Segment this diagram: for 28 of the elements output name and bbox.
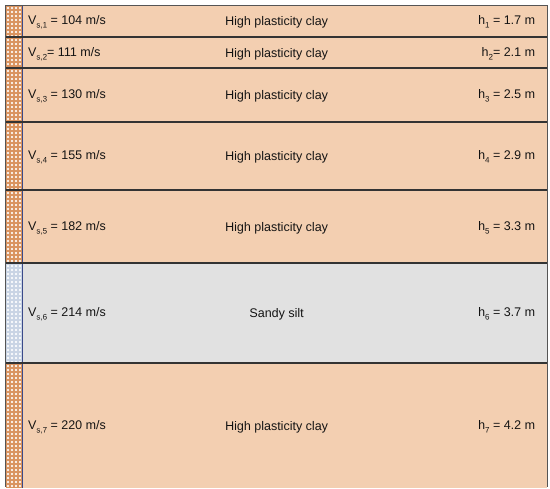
thickness-label: h$_{2}$= 2.1 m <box>482 44 535 61</box>
soil-layer <box>6 123 547 191</box>
thickness-label: h$_{1}$ = 1.7 m <box>478 12 535 30</box>
velocity-label: V$_{s,2}$= 111 m/s <box>28 44 100 61</box>
soil-layer <box>6 364 547 488</box>
soil-type-label: Sandy silt <box>249 306 304 320</box>
velocity-label: V$_{s,1}$ = 104 m/s <box>28 12 106 30</box>
thickness-label: h$_{5}$ = 3.3 m <box>478 218 535 235</box>
soil-type-label: High plasticity clay <box>225 14 328 28</box>
soil-type-label: High plasticity clay <box>225 149 328 163</box>
velocity-label: V$_{s,5}$ = 182 m/s <box>28 218 106 235</box>
soil-type-label: High plasticity clay <box>225 220 328 234</box>
soil-layer <box>6 6 547 38</box>
velocity-label: V$_{s,3}$ = 130 m/s <box>28 86 106 104</box>
velocity-label: V$_{s,6}$ = 214 m/s <box>28 304 106 322</box>
soil-type-label: High plasticity clay <box>225 88 328 102</box>
thickness-label: h$_{7}$ = 4.2 m <box>478 418 535 434</box>
soil-layer <box>6 191 547 264</box>
thickness-label: h$_{4}$ = 2.9 m <box>478 148 535 164</box>
soil-layer <box>6 264 547 364</box>
soil-type-label: High plasticity clay <box>225 419 328 433</box>
velocity-label: V$_{s,7}$ = 220 m/s <box>28 418 106 434</box>
soil-type-label: High plasticity clay <box>225 46 328 60</box>
soil-layer <box>6 38 547 69</box>
soil-layer <box>6 69 547 123</box>
velocity-label: V$_{s,4}$ = 155 m/s <box>28 148 106 164</box>
thickness-label: h$_{3}$ = 2.5 m <box>478 86 535 104</box>
thickness-label: h$_{6}$ = 3.7 m <box>478 304 535 322</box>
